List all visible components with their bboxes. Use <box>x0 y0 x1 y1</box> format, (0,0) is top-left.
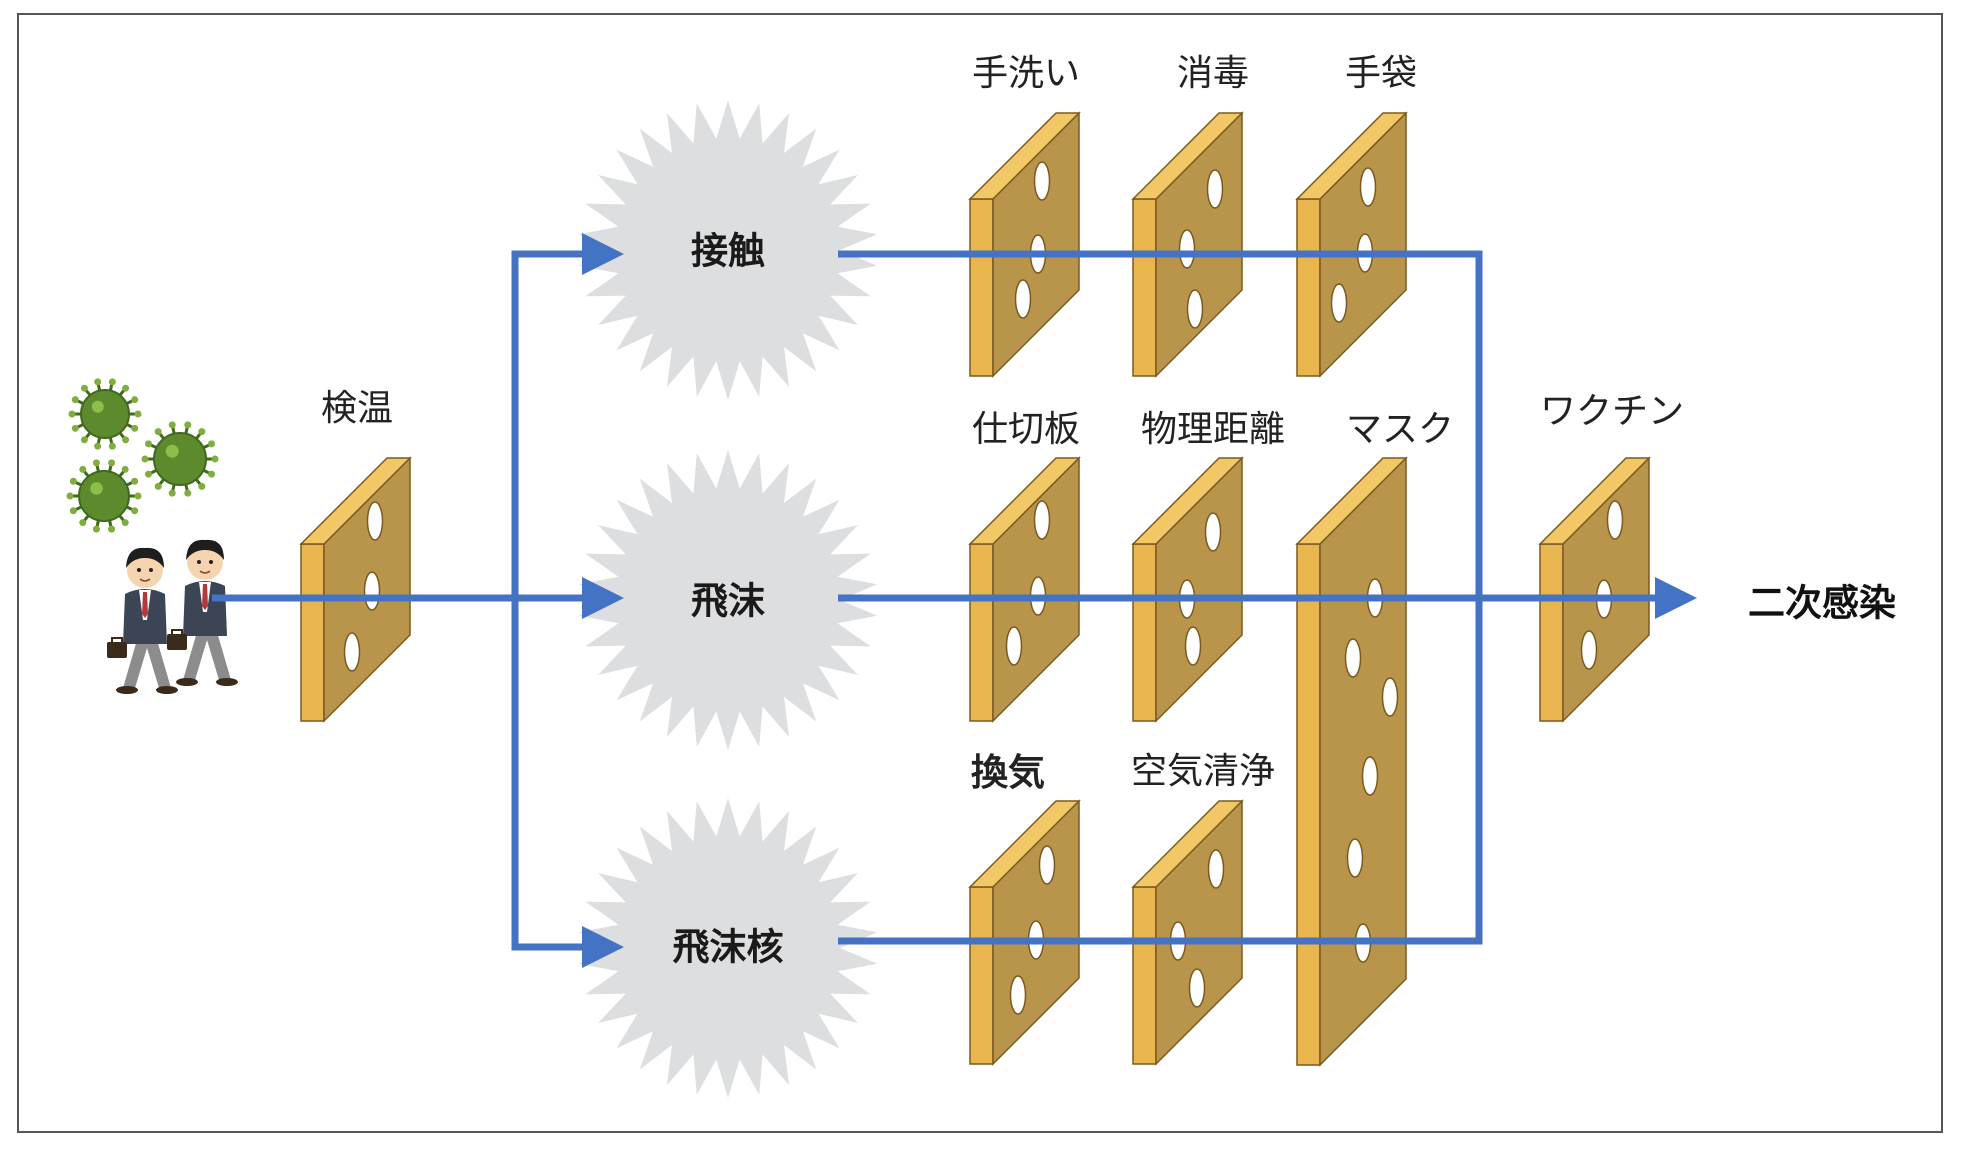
barrier-distance-panel <box>1131 456 1244 723</box>
panel-hole <box>1344 638 1362 678</box>
panel-hole <box>1346 838 1364 878</box>
panel-hole <box>1005 626 1023 666</box>
panel-hole <box>1009 975 1027 1015</box>
panel-hole <box>1606 500 1624 540</box>
panel-hole <box>1361 756 1379 796</box>
panel-hole <box>1038 845 1056 885</box>
flow-line-contact <box>838 250 1483 598</box>
barrier-partition-panel <box>968 456 1081 723</box>
panel-hole <box>1359 167 1377 207</box>
panel-hole <box>1330 283 1348 323</box>
result-label: 二次感染 <box>1748 581 1896 625</box>
label-handwash: 手洗い <box>971 53 1081 94</box>
label-entry-temperature: 検温 <box>320 388 394 429</box>
panel-hole <box>1014 279 1032 319</box>
route-label-contact: 接触 <box>691 229 765 273</box>
label-ventilation: 換気 <box>971 751 1045 794</box>
barrier-disinfect-panel <box>1131 111 1244 378</box>
panel-hole <box>343 632 361 672</box>
barrier-mask-panel <box>1295 456 1408 1067</box>
panel-hole <box>1033 500 1051 540</box>
panel-hole <box>1186 289 1204 329</box>
panel-hole <box>1178 229 1196 269</box>
barrier-vaccine-panel <box>1538 456 1651 723</box>
flow-line-to-aerosol <box>511 600 624 968</box>
panel-hole <box>1381 677 1399 717</box>
panel-hole <box>1033 161 1051 201</box>
label-disinfect: 消毒 <box>1176 53 1250 94</box>
panel-hole <box>366 501 384 541</box>
burst-contact <box>578 100 878 400</box>
route-label-droplet: 飛沫 <box>691 579 765 623</box>
label-mask: マスク <box>1345 409 1455 450</box>
label-vaccine: ワクチン <box>1539 391 1685 432</box>
burst-droplet <box>578 450 878 750</box>
panel-hole <box>1188 968 1206 1008</box>
barrier-ventilation-panel <box>968 799 1081 1066</box>
label-distance: 物理距離 <box>1140 409 1286 450</box>
panel-hole <box>363 571 381 611</box>
label-air-purify: 空気清浄 <box>1130 751 1276 792</box>
virus-icon <box>66 378 219 533</box>
panel-hole <box>1580 630 1598 670</box>
panel-hole <box>1206 169 1224 209</box>
route-label-aerosol: 飛沫核 <box>672 925 784 969</box>
business-people-icon <box>107 539 238 694</box>
panel-hole <box>1184 626 1202 666</box>
label-partition: 仕切板 <box>971 409 1081 450</box>
flow-line-aerosol <box>838 598 1483 945</box>
barrier-air-purify-panel <box>1131 799 1244 1066</box>
label-gloves: 手袋 <box>1344 53 1418 94</box>
panel-hole <box>1207 849 1225 889</box>
barrier-gloves-panel <box>1295 111 1408 378</box>
burst-aerosol <box>578 798 878 1098</box>
barrier-temperature-panel <box>299 456 412 723</box>
panel-hole <box>1204 512 1222 552</box>
barrier-handwash-panel <box>968 111 1081 378</box>
